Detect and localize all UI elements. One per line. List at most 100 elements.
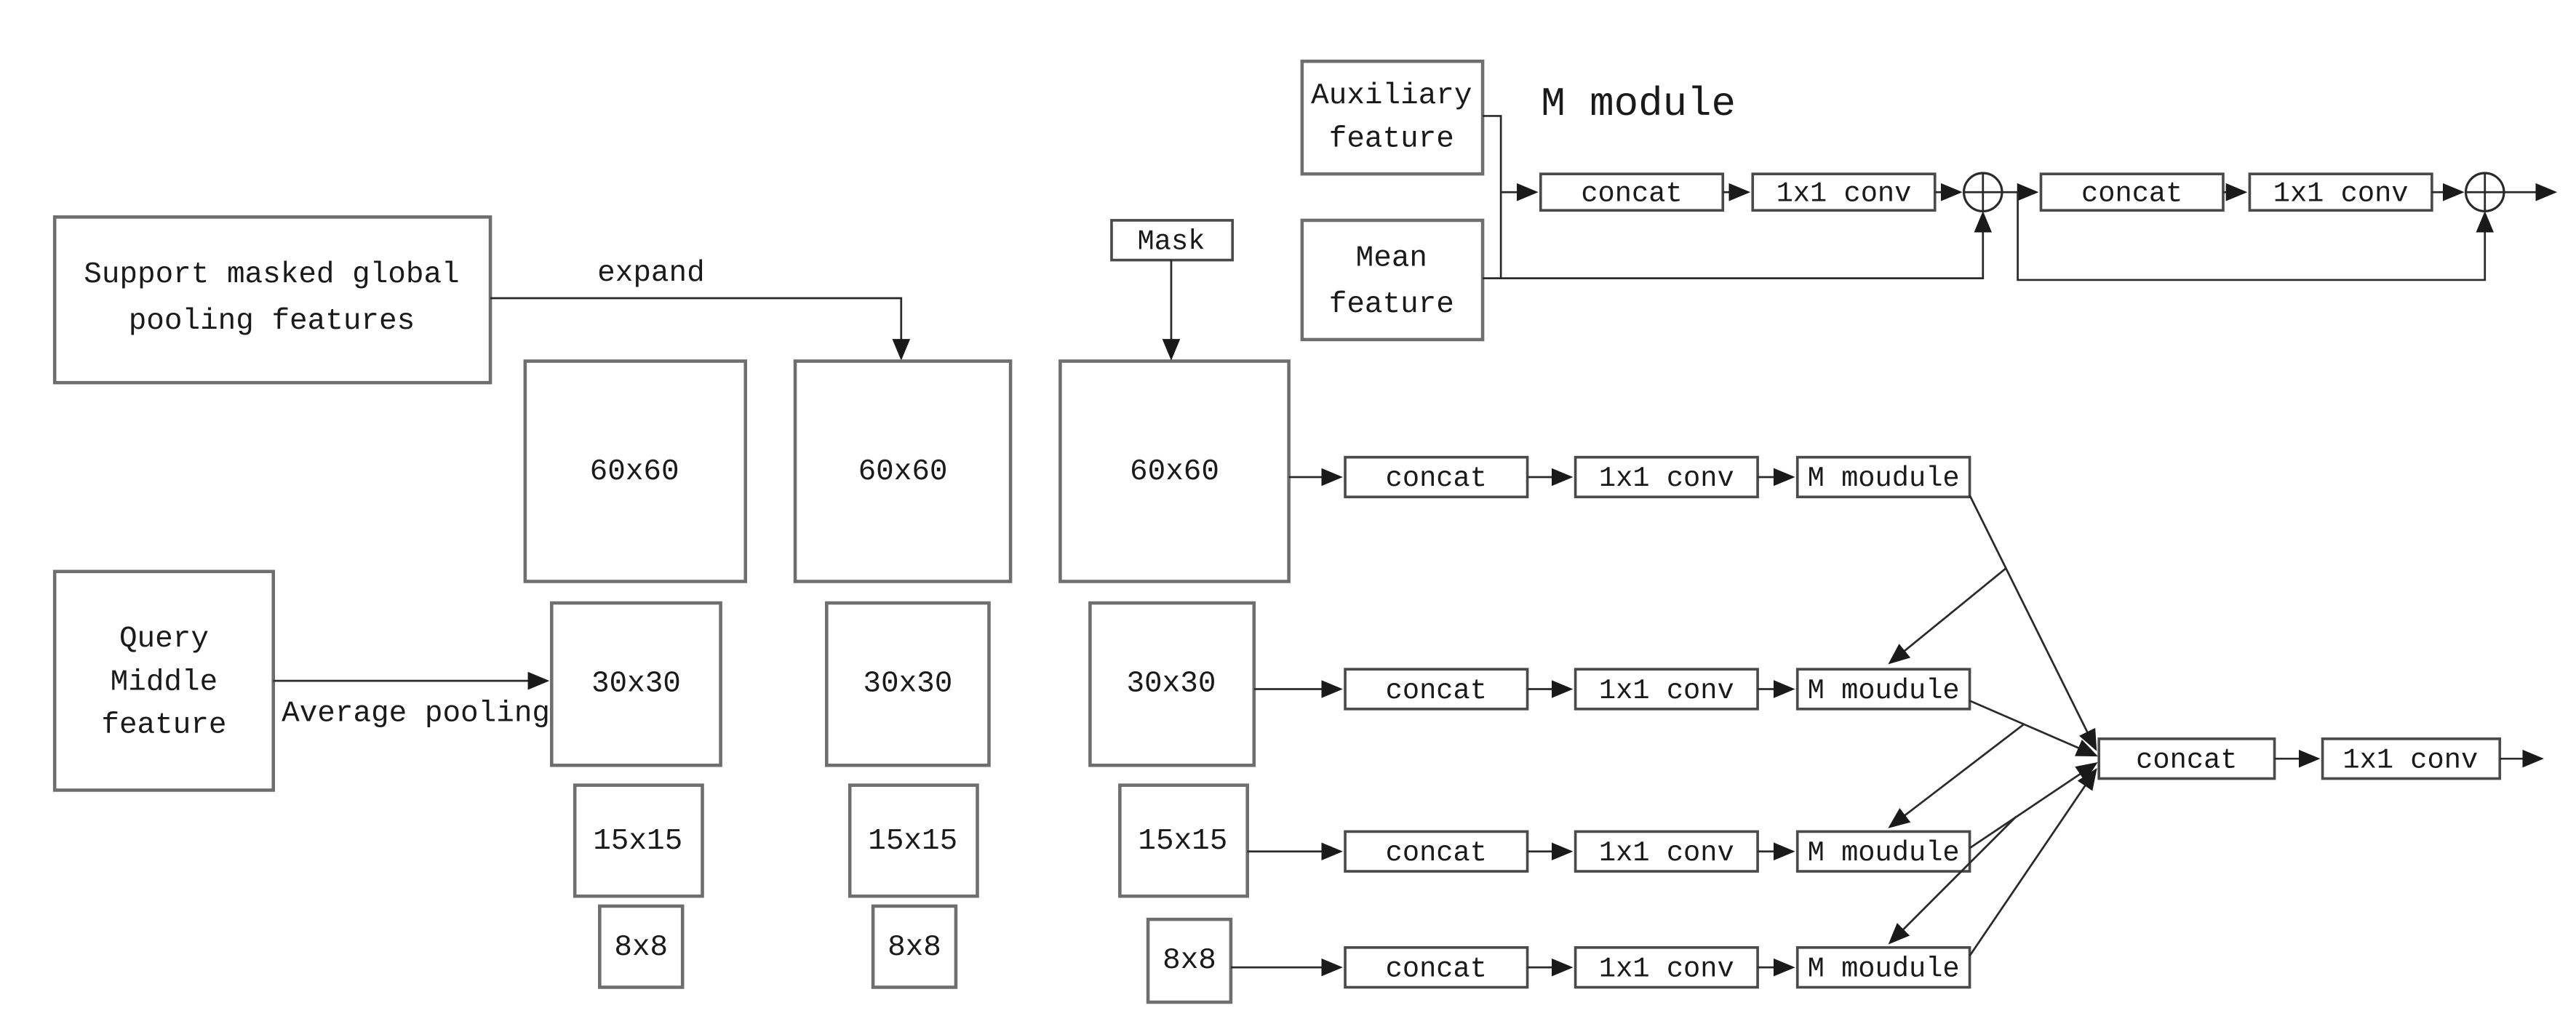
- support-8x8-label: 8x8: [888, 931, 941, 964]
- row15-concat-box: [1344, 830, 1529, 873]
- row60-conv-box: [1574, 455, 1759, 499]
- support-60x60-box: [793, 359, 1013, 583]
- query-feature-label-line2: Middle: [111, 665, 218, 699]
- support-15x15-box: [848, 783, 979, 898]
- row60-to-row30-connector: [1888, 567, 2007, 665]
- row30-to-concat-connector: [1969, 700, 2099, 757]
- m-module-title: M module: [1541, 81, 1736, 127]
- add-operator-icon: [2464, 172, 2505, 212]
- row15-mmodule-box: [1795, 830, 1971, 873]
- mean-feature-box: [1300, 218, 1485, 342]
- support-30x30-label: 30x30: [863, 668, 952, 701]
- mean-feature-label-line1: Mean: [1356, 241, 1427, 275]
- row15-conv-label: 1x1 conv: [1599, 837, 1734, 869]
- fusion-connectors: [1888, 495, 2099, 956]
- adder2-cross: [2465, 173, 2504, 212]
- pyramid-column-masked: 60x60 30x30 15x15 8x8: [1058, 359, 1291, 1004]
- row30-conv-box: [1574, 668, 1759, 711]
- query-15x15-label: 15x15: [593, 825, 682, 858]
- row60-concat-label: concat: [1386, 463, 1487, 495]
- masked-15x15-label: 15x15: [1138, 825, 1227, 858]
- auxiliary-feature-label-line1: Auxiliary: [1311, 79, 1472, 113]
- auxiliary-feature-box: [1300, 59, 1485, 176]
- support-feature-box: [52, 215, 493, 385]
- mmodule-concat2-label: concat: [2081, 177, 2182, 209]
- query-60x60-box: [523, 359, 748, 583]
- mmodule-conv1-label: 1x1 conv: [1777, 177, 1912, 209]
- skip-connector: [2017, 192, 2495, 281]
- mmodule-concat1-box: [1539, 172, 1725, 212]
- mask-label: Mask: [1138, 226, 1205, 258]
- masked-8x8-box: [1146, 917, 1233, 1004]
- row8-mmodule-label: M moudule: [1808, 953, 1960, 985]
- query-feature-label-line3: feature: [101, 709, 226, 743]
- mmodule-concat2-box: [2039, 172, 2225, 212]
- row60-mmodule-box: [1795, 455, 1971, 499]
- row15-mmodule-label: M moudule: [1808, 837, 1960, 869]
- pyramid-column-support: 60x60 30x30 15x15 8x8: [793, 359, 1013, 989]
- adder1-cross: [1963, 173, 2002, 212]
- masked-60x60-label: 60x60: [1130, 455, 1219, 489]
- auxiliary-bus-connector: [1483, 115, 1502, 279]
- support-feature-node: Support masked global pooling features: [52, 215, 493, 385]
- support-feature-label-line2: pooling features: [129, 305, 415, 338]
- masked-8x8-label: 8x8: [1163, 944, 1216, 977]
- m-module-detail: M module Auxiliary feature Mean feature …: [1300, 59, 2558, 342]
- query-feature-label-line1: Query: [119, 623, 209, 656]
- mask-node: Mask: [1110, 219, 1235, 361]
- query-feature-node: Query Middle feature: [52, 569, 276, 792]
- row30-mmodule-box: [1795, 668, 1971, 711]
- support-8x8-box: [871, 904, 958, 989]
- row8-conv-label: 1x1 conv: [1599, 953, 1734, 985]
- mmodule-conv2-label: 1x1 conv: [2273, 177, 2409, 209]
- row60-concat-box: [1344, 455, 1529, 499]
- average-pooling-label: Average pooling: [282, 697, 550, 731]
- masked-15x15-box: [1118, 783, 1249, 898]
- row8-concat-label: concat: [1386, 953, 1487, 985]
- expand-label: expand: [597, 257, 705, 290]
- row30-concat-label: concat: [1386, 675, 1487, 707]
- masked-30x30-box: [1088, 601, 1256, 767]
- row30-mmodule-label: M moudule: [1808, 675, 1960, 707]
- mean-to-adder-connector: [1483, 211, 1993, 280]
- row60-to-concat-connector: [1969, 495, 2097, 751]
- row8-to-concat-connector: [1969, 768, 2097, 956]
- scale-row-60: concat 1x1 conv M moudule: [1288, 455, 1971, 499]
- output-concat-label: concat: [2136, 744, 2237, 776]
- mmodule-conv2-box: [2248, 172, 2433, 212]
- mmodule-concat1-label: concat: [1581, 177, 1682, 209]
- row8-mmodule-box: [1795, 946, 1971, 989]
- scale-row-8: concat 1x1 conv M moudule: [1230, 946, 1971, 989]
- query-15x15-box: [573, 783, 704, 898]
- query-60x60-label: 60x60: [590, 455, 679, 489]
- masked-30x30-label: 30x30: [1126, 668, 1216, 701]
- row30-concat-box: [1344, 668, 1529, 711]
- row60-mmodule-label: M moudule: [1808, 463, 1960, 495]
- support-feature-label-line1: Support masked global: [84, 258, 459, 292]
- row60-conv-label: 1x1 conv: [1599, 463, 1734, 495]
- row30-conv-label: 1x1 conv: [1599, 675, 1734, 707]
- query-30x30-box: [550, 601, 722, 767]
- query-8x8-label: 8x8: [614, 931, 668, 964]
- output-concat-box: [2097, 737, 2276, 780]
- query-8x8-box: [598, 904, 685, 989]
- auxiliary-feature-label-line2: feature: [1329, 122, 1454, 156]
- output-conv-label: 1x1 conv: [2342, 744, 2478, 776]
- output-chain: concat 1x1 conv: [2097, 737, 2544, 780]
- add-operator-icon: [1962, 172, 2003, 212]
- query-30x30-label: 30x30: [591, 668, 681, 701]
- expand-connector: [490, 297, 911, 361]
- row15-to-row8-connector: [1888, 815, 2017, 945]
- row15-conv-box: [1574, 830, 1759, 873]
- row15-concat-label: concat: [1386, 837, 1487, 869]
- row15-to-concat-connector: [1969, 761, 2098, 849]
- pyramid-column-query: 60x60 30x30 15x15 8x8: [523, 359, 748, 989]
- mean-feature-label-line2: feature: [1329, 288, 1454, 321]
- scale-row-15: concat 1x1 conv M moudule: [1247, 830, 1971, 873]
- row8-conv-box: [1574, 946, 1759, 989]
- mask-box: [1110, 219, 1235, 262]
- row30-to-row15-connector: [1888, 723, 2025, 828]
- row8-concat-box: [1344, 946, 1529, 989]
- query-feature-box: [52, 569, 276, 792]
